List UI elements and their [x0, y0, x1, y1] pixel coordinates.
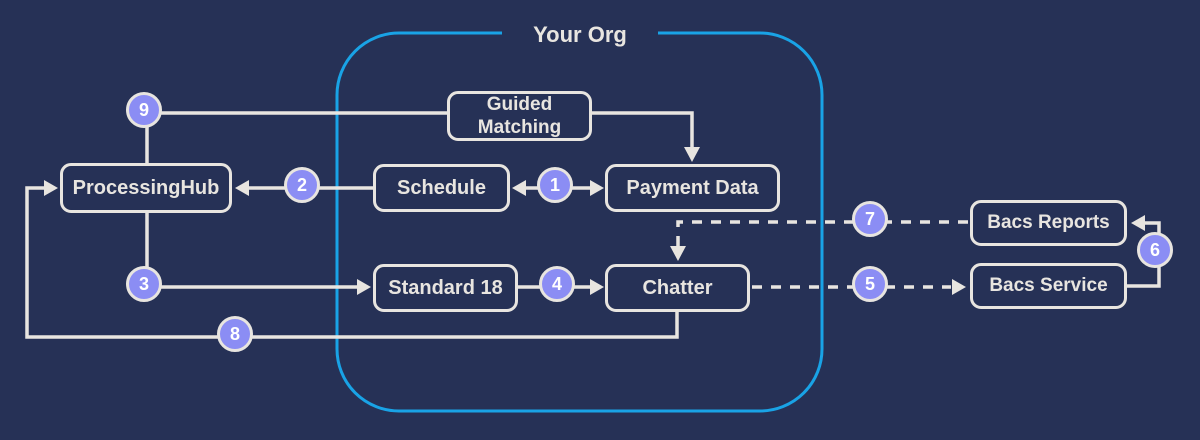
edge-badge-3: 3: [126, 266, 162, 302]
edge-badge-1: 1: [537, 167, 573, 203]
edge-3-line: [145, 213, 357, 289]
node-payment-data: Payment Data: [605, 164, 780, 212]
arrowhead-right-into-bacs-service-icon: [952, 279, 966, 295]
node-payment-data-label: Payment Data: [626, 176, 759, 199]
edge-badge-7: 7: [852, 201, 888, 237]
arrowhead-down-into-chatter-icon: [670, 246, 686, 261]
edge-badge-9: 9: [126, 92, 162, 128]
arrowhead-right-into-standard18-icon: [357, 279, 371, 295]
node-schedule-label: Schedule: [397, 176, 486, 199]
arrowhead-down-into-payment-data-icon: [684, 147, 700, 162]
node-guided-matching-label: Guided Matching: [477, 93, 562, 138]
edge-badge-4: 4: [539, 266, 575, 302]
node-standard-18-label: Standard 18: [388, 276, 503, 299]
arrowhead-left-into-schedule-icon: [512, 180, 526, 196]
arrowhead-left-into-processinghub-icon: [235, 180, 249, 196]
edge-8-line: [25, 186, 679, 339]
node-standard-18: Standard 18: [373, 264, 518, 312]
node-chatter: Chatter: [605, 264, 750, 312]
node-chatter-label: Chatter: [642, 276, 713, 299]
edge-badge-2: 2: [284, 167, 320, 203]
edge-badge-5: 5: [852, 266, 888, 302]
edge-badge-8: 8: [217, 316, 253, 352]
node-bacs-service: Bacs Service: [970, 263, 1127, 309]
node-bacs-reports: Bacs Reports: [970, 200, 1127, 246]
arrowhead-right-into-processinghub-icon: [44, 180, 58, 196]
node-schedule: Schedule: [373, 164, 510, 212]
node-guided-matching: Guided Matching: [447, 91, 592, 141]
node-bacs-reports-label: Bacs Reports: [987, 212, 1110, 234]
arrowhead-right-into-payment-data-icon: [590, 180, 604, 196]
org-boundary-label: Your Org: [502, 19, 658, 51]
node-bacs-service-label: Bacs Service: [989, 275, 1108, 297]
node-processing-hub-label: ProcessingHub: [72, 176, 220, 199]
edge-badge-6: 6: [1137, 232, 1173, 268]
arrowhead-right-into-chatter-icon: [590, 279, 604, 295]
edge-9-line: [145, 111, 447, 163]
node-processing-hub: ProcessingHub: [60, 163, 232, 213]
edge-guided-to-payment-line: [592, 111, 694, 147]
arrowhead-left-into-bacs-reports-icon: [1131, 215, 1145, 231]
